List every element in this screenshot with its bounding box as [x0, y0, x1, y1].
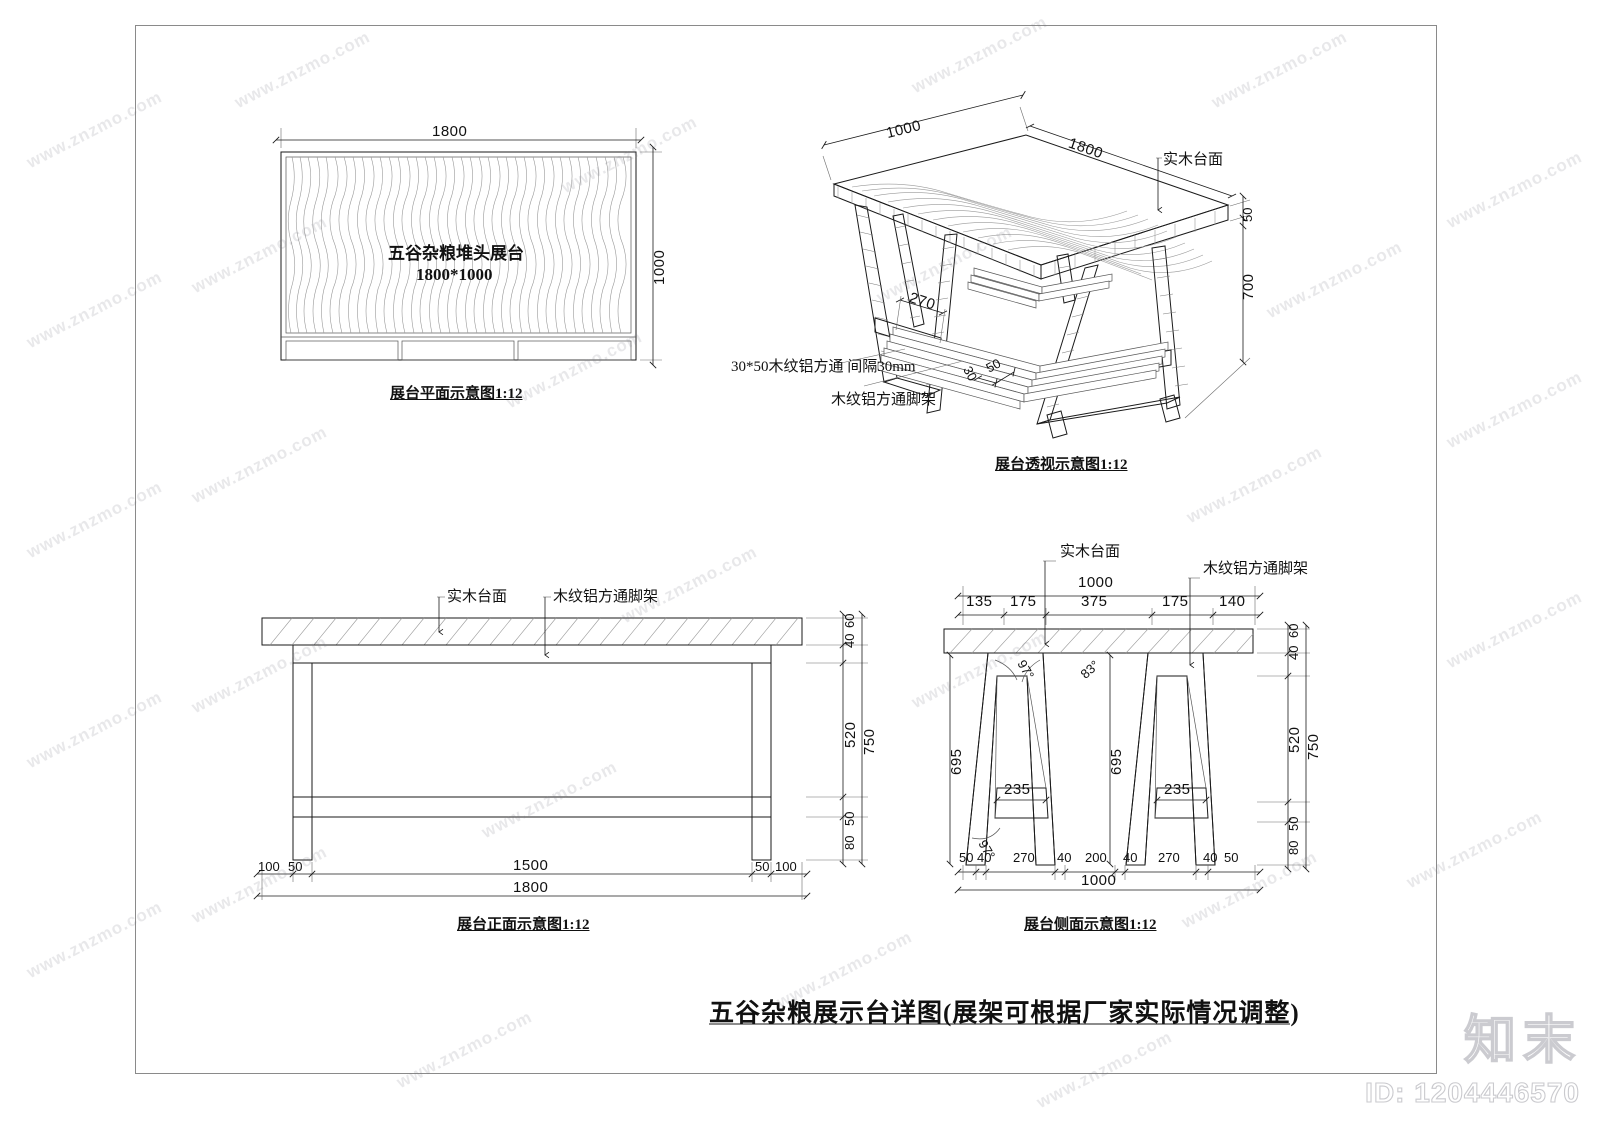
- side-dim-leg-height-left: 695: [948, 748, 965, 775]
- front-dim-right-1: 60: [842, 613, 857, 628]
- side-view-geometry: [943, 560, 1310, 894]
- front-dim-bottom-4: 100: [775, 859, 797, 874]
- side-dim-right-2: 520: [1286, 726, 1303, 753]
- side-dim-bottom-5: 40: [1123, 850, 1138, 865]
- side-dim-top-3: 175: [1162, 593, 1189, 610]
- side-dim-right-4: 80: [1286, 840, 1301, 855]
- side-note-frame: 木纹铝方通脚架: [1203, 561, 1309, 577]
- front-dim-bottom-0: 100: [258, 859, 280, 874]
- side-caption: 展台侧面示意图1:12: [1024, 917, 1157, 933]
- front-dim-bottom-3: 50: [755, 859, 770, 874]
- sheet-title: 五谷杂粮展示台详图(展架可根据厂家实际情况调整): [709, 1000, 1300, 1027]
- persp-note-top: 实木台面: [1163, 152, 1224, 168]
- side-dim-bottom-7: 40: [1203, 850, 1218, 865]
- side-dim-right-1: 60: [1286, 623, 1301, 638]
- plan-dim-height: 1000: [651, 249, 668, 285]
- front-dim-bottom-1: 50: [288, 859, 303, 874]
- watermark-id: ID: 1204446570: [1365, 1076, 1580, 1108]
- side-dim-top-0: 135: [966, 593, 993, 610]
- persp-note-frame: 木纹铝方通脚架: [831, 392, 937, 408]
- front-dim-bottom-2: 1500: [513, 857, 549, 874]
- front-dim-right-5: 50: [842, 811, 857, 826]
- front-dim-right-2: 520: [842, 721, 859, 748]
- front-view-geometry: [253, 596, 868, 900]
- side-dim-bottom-2: 270: [1013, 850, 1035, 865]
- side-note-top: 实木台面: [1060, 544, 1121, 560]
- side-dim-right-3: 750: [1305, 733, 1322, 760]
- side-dim-spread-right: 235: [1164, 781, 1191, 798]
- side-dim-bottom-overall: 1000: [1081, 872, 1117, 889]
- plan-board-label-line1: 五谷杂粮堆头展台: [388, 244, 524, 263]
- sheet-border: [135, 25, 1437, 1074]
- side-dim-right-0: 40: [1286, 645, 1301, 660]
- side-dim-spread-left: 235: [1004, 781, 1031, 798]
- plan-board-label-line2: 1800*1000: [416, 265, 493, 284]
- plan-caption: 展台平面示意图1:12: [390, 386, 523, 402]
- side-dim-top-overall: 1000: [1078, 574, 1114, 591]
- side-dim-bottom-1: 40: [977, 850, 992, 865]
- side-dim-bottom-8: 50: [1224, 850, 1239, 865]
- front-dim-right-0: 40: [842, 633, 857, 648]
- perspective-view-geometry: [821, 90, 1251, 439]
- watermark-logo: 知末: [1463, 1011, 1582, 1071]
- plan-dim-width: 1800: [432, 123, 468, 140]
- persp-dim-top-thickness: 50: [1240, 207, 1255, 222]
- side-dim-bottom-0: 50: [959, 850, 974, 865]
- front-dim-right-4: 80: [842, 835, 857, 850]
- persp-caption: 展台透视示意图1:12: [995, 457, 1128, 473]
- side-dim-bottom-6: 270: [1158, 850, 1180, 865]
- side-dim-leg-height-right: 695: [1108, 748, 1125, 775]
- side-dim-top-2: 375: [1081, 593, 1108, 610]
- front-note-top: 实木台面: [447, 589, 508, 605]
- plan-view-geometry: [272, 128, 662, 369]
- persp-dim-leg-height: 700: [1240, 273, 1257, 300]
- front-note-frame: 木纹铝方通脚架: [553, 589, 659, 605]
- persp-note-slat: 30*50木纹铝方通 间隔30mm: [731, 359, 916, 375]
- front-dim-overall: 1800: [513, 879, 549, 896]
- side-dim-right-5: 50: [1286, 816, 1301, 831]
- side-dim-bottom-3: 40: [1057, 850, 1072, 865]
- side-dim-bottom-4: 200: [1085, 850, 1107, 865]
- side-dim-top-4: 140: [1219, 593, 1246, 610]
- front-dim-right-3: 750: [861, 728, 878, 755]
- front-caption: 展台正面示意图1:12: [457, 917, 590, 933]
- side-dim-top-1: 175: [1010, 593, 1037, 610]
